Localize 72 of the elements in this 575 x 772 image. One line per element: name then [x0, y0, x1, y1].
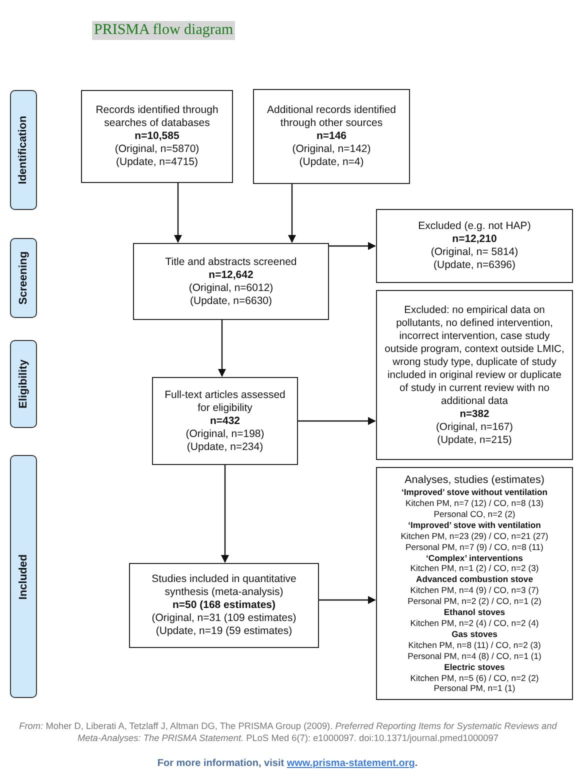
box-text: n=10,585	[134, 130, 180, 143]
box-text: (Update, n=4)	[299, 156, 364, 169]
citation-text: From: Moher D, Liberati A, Tetzlaff J, Altman DG, The PRISMA Group (2009). Preferred Reporting Items for Systematic Reviews and Meta-Analyses: The PRISMA Statement. PLoS Med 6(7): e1000097. doi:10.1371/journal.pmed1000097	[18, 720, 558, 744]
box-text: n=146	[316, 130, 347, 143]
box-text: Personal PM, n=1 (1)	[434, 683, 516, 694]
arrow	[298, 417, 376, 425]
box-text: Kitchen PM, n=5 (6) / CO, n=2 (2)	[410, 672, 539, 684]
box-text: (Original, n=167)	[436, 420, 513, 434]
box-text: (Original, n=142)	[292, 143, 371, 156]
box-text: (Original, n=31 (109 estimates)	[152, 612, 296, 625]
box-text: Kitchen PM, n=23 (29) / CO, n=21 (27)	[400, 530, 548, 542]
box-text: Kitchen PM, n=2 (4) / CO, n=2 (4)	[410, 618, 539, 629]
box-text: n=12,642	[208, 268, 254, 282]
phase-label: Eligibility	[18, 360, 30, 408]
phase-band	[10, 340, 37, 428]
box-text: Personal PM, n=2 (2) / CO, n=1 (2)	[408, 596, 542, 608]
box-text: Studies included in quantitative synthesis (meta-analysis)	[150, 573, 298, 599]
phase-label: Included	[18, 554, 30, 600]
box-text: Title and abstracts screened	[165, 256, 297, 268]
box-text: ‘Complex’ interventions	[426, 552, 523, 564]
box-text: Kitchen PM, n=7 (12) / CO, n=8 (13)	[405, 498, 544, 509]
process-box	[376, 467, 573, 700]
arrow	[319, 596, 376, 604]
process-box	[81, 90, 233, 183]
website-link: www.prisma-statement.org	[286, 758, 415, 769]
phase-label: Identification	[18, 116, 30, 184]
phase-label: Screening	[18, 251, 30, 305]
box-text: Personal PM, n=4 (8) / CO, n=1 (1)	[408, 650, 542, 662]
arrow	[218, 320, 226, 377]
phase-band	[10, 90, 37, 210]
box-text: ‘Improved’ stove with ventilation	[408, 520, 541, 531]
box-text: Advanced combustion stove	[416, 574, 533, 586]
box-text: Personal CO, n=2 (2)	[434, 508, 516, 520]
box-text: (Original, n=5870)	[114, 143, 200, 156]
process-box	[253, 89, 410, 184]
box-text: n=12,210	[452, 233, 497, 246]
box-text: ‘Improved’ stove without ventilation	[401, 487, 548, 498]
box-text: (Update, n=19 (59 estimates)	[156, 625, 292, 638]
process-box	[133, 243, 329, 320]
box-text: n=432	[210, 414, 240, 428]
box-text: (Original, n= 5814)	[430, 246, 518, 259]
diagram-title: PRISMA flow diagram	[92, 21, 236, 40]
phase-band	[10, 238, 37, 318]
box-text: Analyses, studies (estimates)	[404, 472, 544, 488]
box-text: Ethanol stoves	[444, 607, 506, 618]
box-text: n=382	[460, 408, 490, 420]
phase-band	[10, 455, 37, 698]
box-text: Kitchen PM, n=8 (11) / CO, n=2 (3)	[408, 640, 541, 651]
period-text: .	[414, 758, 418, 769]
box-text: (Update, n=215)	[437, 434, 512, 446]
box-text: (Update, n=4715)	[116, 156, 198, 169]
arrow	[288, 184, 296, 243]
box-text: Personal PM, n=7 (9) / CO, n=8 (11)	[406, 542, 544, 553]
process-box	[152, 377, 298, 465]
arrow	[221, 465, 229, 563]
box-text: Kitchen PM, n=4 (9) / CO, n=3 (7)	[410, 585, 539, 596]
arrow	[329, 242, 376, 250]
box-text: (Original, n=198)	[186, 428, 264, 440]
box-text: (Update, n=234)	[186, 440, 264, 454]
process-box	[376, 290, 573, 460]
process-box	[376, 209, 573, 283]
box-text: (Update, n=6630)	[190, 294, 272, 308]
process-box	[129, 563, 319, 648]
box-text: (Update, n=6396)	[433, 259, 516, 272]
box-text: Gas stoves	[452, 628, 498, 640]
box-text: Excluded (e.g. not HAP)	[418, 220, 531, 233]
box-text: (Original, n=6012)	[188, 282, 274, 294]
box-text: Electric stoves	[444, 662, 505, 673]
arrow	[174, 183, 182, 243]
box-text: Kitchen PM, n=1 (2) / CO, n=2 (3)	[410, 563, 539, 574]
info-text: For more information, visit	[157, 758, 286, 769]
box-text: n=50 (168 estimates)	[172, 599, 276, 612]
